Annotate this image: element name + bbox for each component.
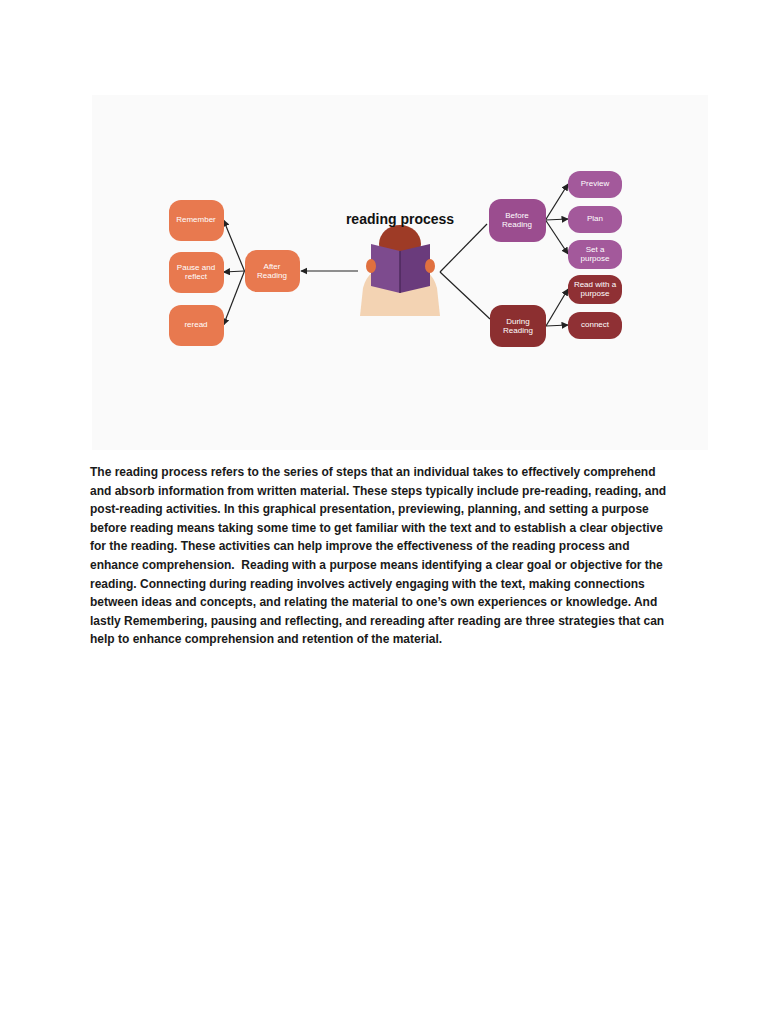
box-label: After Reading [249,262,296,280]
flow-arrow [301,270,358,271]
diagram-title: reading process [300,211,500,227]
box-label: Read with a purpose [572,280,618,298]
diagram-panel [92,95,708,450]
process-box: Remember [169,200,224,241]
process-box: Set a purpose [568,240,622,269]
process-box: connect [568,312,622,339]
box-label: Preview [581,179,609,188]
branch-line [440,224,487,272]
connector-arrow [546,220,569,254]
connector-arrow [546,289,568,326]
body-paragraph: The reading process refers to the series… [90,463,672,649]
box-label: Remember [176,215,216,224]
branch-line [440,272,490,319]
connector-arrow [546,219,569,220]
process-box: Read with a purpose [568,275,622,304]
connector-arrow [224,271,245,325]
box-label: Set a purpose [572,245,618,263]
connector-arrow [546,325,568,326]
box-label: Before Reading [493,211,542,229]
process-box: Plan [568,206,622,233]
box-label: Plan [587,214,603,223]
process-box: Pause and reflect [169,252,224,293]
reader-illustration [360,225,440,316]
connector-arrow [224,271,245,272]
process-box: reread [169,305,224,346]
box-label: reread [184,320,207,329]
connector-arrow [546,184,569,220]
box-label: During Reading [494,317,542,335]
process-box: After Reading [245,250,300,292]
process-box: Before Reading [489,199,546,242]
process-box: During Reading [490,305,546,347]
box-label: Pause and reflect [173,263,220,281]
box-label: connect [581,320,609,329]
process-box: Preview [568,171,622,198]
connector-arrow [224,220,245,271]
